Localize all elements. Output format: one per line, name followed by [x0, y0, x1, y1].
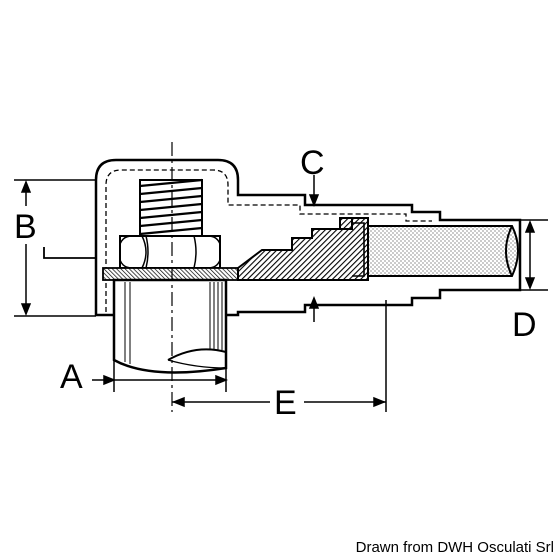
dimension-a	[92, 360, 229, 392]
side-tab	[43, 247, 96, 259]
label-a: A	[60, 358, 83, 396]
dimension-b	[14, 179, 96, 317]
battery-post	[112, 278, 228, 374]
crimp-barrel	[237, 217, 369, 281]
cable-end	[505, 225, 513, 277]
label-e: E	[274, 384, 297, 422]
dimension-d	[510, 219, 548, 291]
hex-nut	[119, 235, 221, 269]
dimension-e	[171, 300, 387, 412]
label-c: C	[300, 144, 325, 182]
cable-insulation	[367, 225, 519, 277]
ring-terminal-plate	[102, 267, 239, 281]
label-d: D	[512, 306, 537, 344]
dimension-c	[308, 175, 320, 322]
credit-text: Drawn from DWH Osculati Srl	[355, 539, 554, 556]
threaded-stud	[139, 178, 203, 239]
label-b: B	[14, 208, 37, 246]
